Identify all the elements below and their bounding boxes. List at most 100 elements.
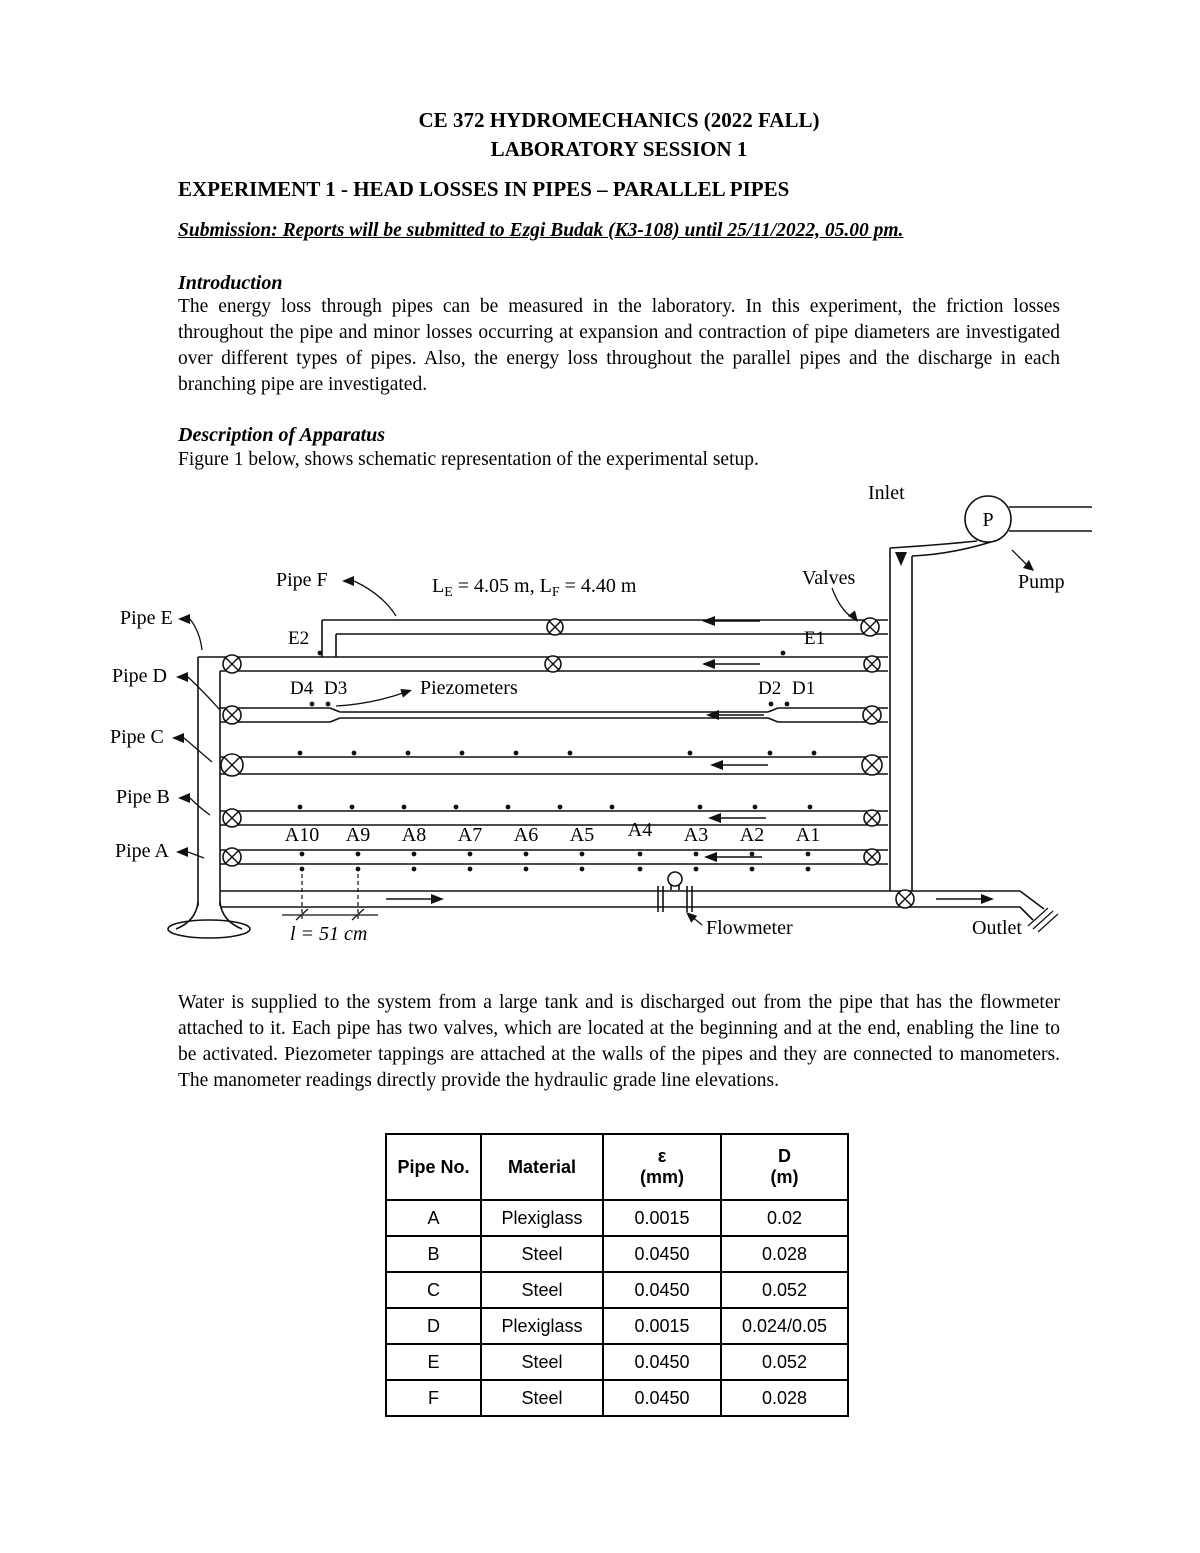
flow-arrow-head-icon xyxy=(708,813,721,823)
piezometer-tap-dot xyxy=(467,866,473,872)
piezometer-tap-dot xyxy=(637,866,643,872)
piezometer-tap-dot xyxy=(349,804,355,810)
cell-diameter: 0.028 xyxy=(720,1379,849,1417)
pipe-d-label: Pipe D xyxy=(112,665,167,687)
tap-label-a4: A4 xyxy=(628,819,652,841)
tap-label-a9: A9 xyxy=(346,824,370,846)
piezometer-tap-dot xyxy=(579,866,585,872)
cell-material: Steel xyxy=(480,1235,604,1273)
piezometer-tap-dot xyxy=(351,750,357,756)
valve-icon xyxy=(895,889,915,909)
cell-diameter: 0.02 xyxy=(720,1199,849,1237)
piezometer-tap-dot xyxy=(805,866,811,872)
valve-icon xyxy=(222,705,242,725)
cell-roughness: 0.0015 xyxy=(602,1307,722,1345)
pipe-c-label: Pipe C xyxy=(110,726,164,748)
valves-label: Valves xyxy=(802,567,856,589)
tap-label-a8: A8 xyxy=(402,824,426,846)
cell-diameter: 0.052 xyxy=(720,1343,849,1381)
valve-icon xyxy=(860,617,880,637)
table-row: F Steel 0.0450 0.028 xyxy=(385,1379,849,1417)
piezometer-tap-dot xyxy=(609,804,615,810)
table-row: B Steel 0.0450 0.028 xyxy=(385,1235,849,1273)
pipe-c xyxy=(220,756,888,775)
piezometer-tap-dot xyxy=(687,750,693,756)
piezometer-d4-label: D4 xyxy=(290,678,314,699)
tap-label-a7: A7 xyxy=(458,824,482,846)
piezometer-tap-dot xyxy=(784,701,790,707)
piezometer-tap-dot xyxy=(579,851,585,857)
introduction-paragraph: The energy loss through pipes can be mea… xyxy=(178,296,1060,395)
cell-diameter: 0.052 xyxy=(720,1271,849,1309)
valve-icon xyxy=(863,809,881,827)
piezometer-d3-label: D3 xyxy=(324,678,347,699)
cell-roughness: 0.0450 xyxy=(602,1271,722,1309)
introduction-heading: Introduction xyxy=(178,272,283,294)
apparatus-heading: Description of Apparatus xyxy=(178,424,386,446)
cell-material: Plexiglass xyxy=(480,1307,604,1345)
pipe-d xyxy=(220,707,888,723)
piezometer-tap-dot xyxy=(523,866,529,872)
piezometer-tap-dot xyxy=(317,650,323,656)
spacing-label: l = 51 cm xyxy=(290,923,367,945)
piezometer-tap-dot xyxy=(557,804,563,810)
cell-diameter: 0.024/0.05 xyxy=(720,1307,849,1345)
piezometer-tap-dot xyxy=(459,750,465,756)
col-material: Material xyxy=(480,1133,604,1201)
cell-roughness: 0.0450 xyxy=(602,1235,722,1273)
piezometer-tap-dot xyxy=(297,750,303,756)
piezometer-e1-label: E1 xyxy=(804,628,825,649)
cell-roughness: 0.0450 xyxy=(602,1343,722,1381)
figure-decorations xyxy=(220,616,994,909)
pipe-a-tap-labels: A10 A9 A8 A7 A6 A5 A4 A3 A2 A1 xyxy=(285,819,820,846)
flow-arrow-head-icon xyxy=(431,894,444,904)
piezometer-tap-dot xyxy=(505,804,511,810)
piezometer-tap-dot xyxy=(807,804,813,810)
piezometer-tap-dot xyxy=(768,701,774,707)
tap-label-a1: A1 xyxy=(796,824,820,846)
session-title: LABORATORY SESSION 1 xyxy=(490,137,748,161)
piezometer-tap-dot xyxy=(805,851,811,857)
piezometer-d1-label: D1 xyxy=(792,678,815,699)
pipe-a xyxy=(220,849,888,865)
description-paragraph: Water is supplied to the system from a l… xyxy=(178,992,1060,1091)
down-flow-arrow-icon xyxy=(895,552,907,566)
col-roughness: ε (mm) xyxy=(602,1133,722,1201)
apparatus-figure: P xyxy=(110,482,1092,945)
piezometer-tap-dot xyxy=(749,866,755,872)
tap-label-a6: A6 xyxy=(514,824,538,846)
inlet-label: Inlet xyxy=(868,482,905,504)
cell-material: Steel xyxy=(480,1343,604,1381)
piezometer-tap-dot xyxy=(297,804,303,810)
pipe-lengths-label: LE = 4.05 m, LF = 4.40 m xyxy=(432,575,637,600)
piezometer-tap-dot xyxy=(453,804,459,810)
valve-icon xyxy=(222,808,242,828)
pipe-a-label: Pipe A xyxy=(115,840,169,862)
flowmeter-icon xyxy=(657,871,693,912)
piezometer-tap-dot xyxy=(405,750,411,756)
flow-arrow-head-icon xyxy=(981,894,994,904)
piezometer-tap-dot xyxy=(411,866,417,872)
piezometer-tap-dot xyxy=(811,750,817,756)
piezometer-tap-dot xyxy=(355,851,361,857)
valve-icon xyxy=(861,754,883,776)
piezometer-tap-dot xyxy=(401,804,407,810)
pipe-b-label: Pipe B xyxy=(116,786,170,808)
piezometer-tap-dot xyxy=(567,750,573,756)
cell-material: Steel xyxy=(480,1379,604,1417)
piezometer-tap-dot xyxy=(309,701,315,707)
piezometer-tap-dot xyxy=(355,866,361,872)
cell-pipe: F xyxy=(385,1379,482,1417)
pipe-f-label: Pipe F xyxy=(276,569,328,591)
piezometer-tap-dot xyxy=(523,851,529,857)
leader-lines xyxy=(183,549,1027,926)
cell-roughness: 0.0015 xyxy=(602,1199,722,1237)
tap-label-a3: A3 xyxy=(684,824,708,846)
leader-arrowheads xyxy=(172,560,1034,923)
cell-pipe: B xyxy=(385,1235,482,1273)
piezometer-tap-dot xyxy=(780,650,786,656)
col-roughness-unit: (mm) xyxy=(640,1167,684,1187)
piezometer-tap-dot xyxy=(467,851,473,857)
experiment-title: EXPERIMENT 1 - HEAD LOSSES IN PIPES – PA… xyxy=(178,177,790,201)
